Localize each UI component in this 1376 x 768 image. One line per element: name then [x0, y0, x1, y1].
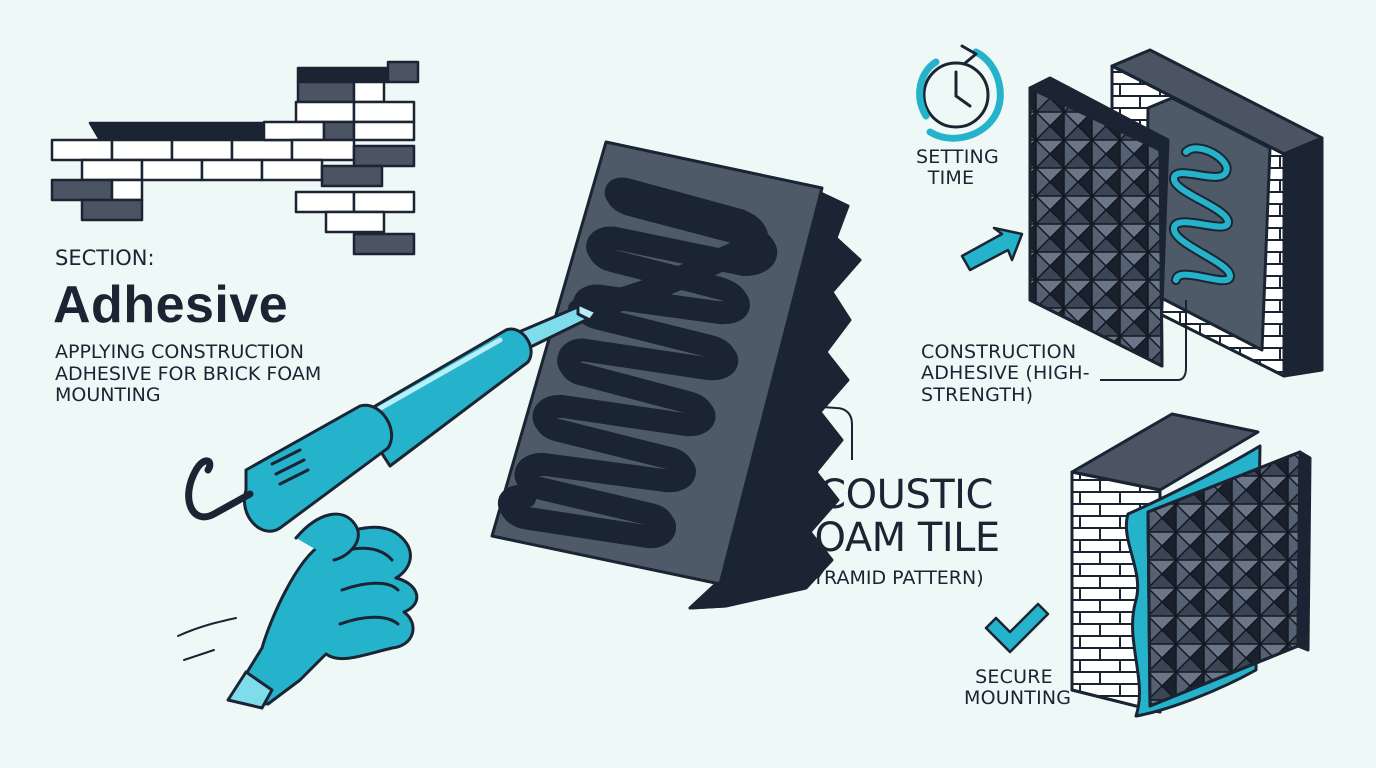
foam-tile-subtitle: (PYRAMID PATTERN)	[794, 567, 984, 589]
secure-mounting-label: SECURE MOUNTING	[964, 666, 1072, 710]
setting-time-label: SETTING TIME	[916, 146, 999, 190]
construction-adhesive-label: CONSTRUCTION ADHESIVE (HIGH-STRENGTH)	[921, 341, 1090, 406]
assembly-mounted	[1070, 412, 1312, 718]
page-subtitle: APPLYING CONSTRUCTION ADHESIVE FOR BRICK…	[55, 341, 322, 407]
assembly-exploded	[1028, 48, 1324, 378]
section-label: SECTION:	[55, 246, 155, 270]
foam-tile-leader	[802, 399, 853, 460]
caulk-gun-icon	[185, 302, 598, 533]
checkmark-icon	[984, 602, 1050, 654]
page-title: Adhesive	[53, 276, 289, 334]
adhesive-bead	[508, 188, 767, 539]
clock-icon	[916, 44, 1004, 142]
gloved-hand-icon	[177, 512, 419, 710]
adhesive-leader	[1100, 300, 1187, 381]
brick-wall-icon	[50, 60, 420, 256]
arrow-icon	[960, 226, 1024, 272]
foam-tile-title: ACOUSTIC FOAM TILE	[792, 472, 1000, 562]
